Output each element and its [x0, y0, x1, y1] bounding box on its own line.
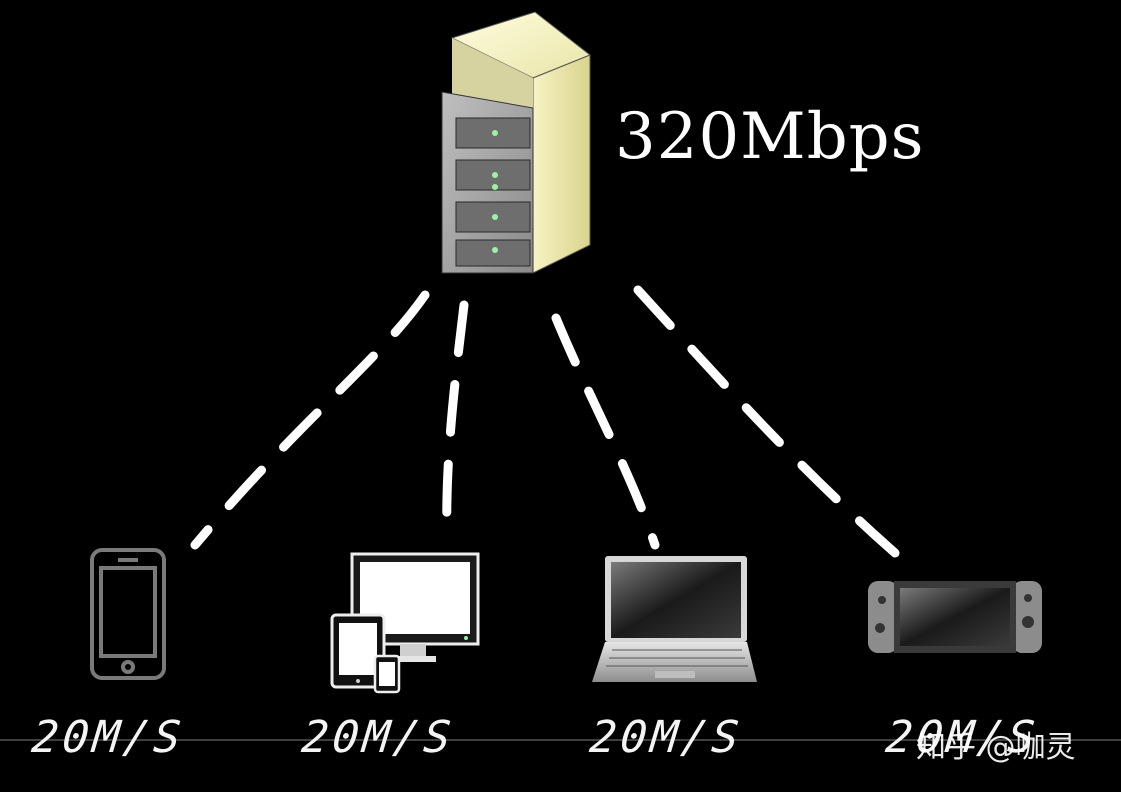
- laptop-icon: [592, 556, 757, 682]
- smartphone-rate-label: 20M/S: [29, 712, 188, 763]
- connection-lines: [190, 285, 908, 565]
- desktop-tablet-phone-icon: [330, 552, 480, 694]
- smartphone-icon: [90, 548, 166, 680]
- server-bandwidth-label: 320Mbps: [615, 100, 925, 174]
- game-console-icon: [868, 581, 1042, 653]
- server-rack-icon: [441, 11, 591, 274]
- connection-line-smartphone: [190, 290, 430, 550]
- connection-line-laptop: [551, 313, 660, 550]
- watermark: 知乎 @咖灵: [916, 730, 1076, 765]
- connection-line-desktop: [442, 300, 469, 545]
- laptop-rate-label: 20M/S: [587, 712, 746, 763]
- connection-line-console: [633, 285, 908, 565]
- desktop-rate-label: 20M/S: [299, 712, 458, 763]
